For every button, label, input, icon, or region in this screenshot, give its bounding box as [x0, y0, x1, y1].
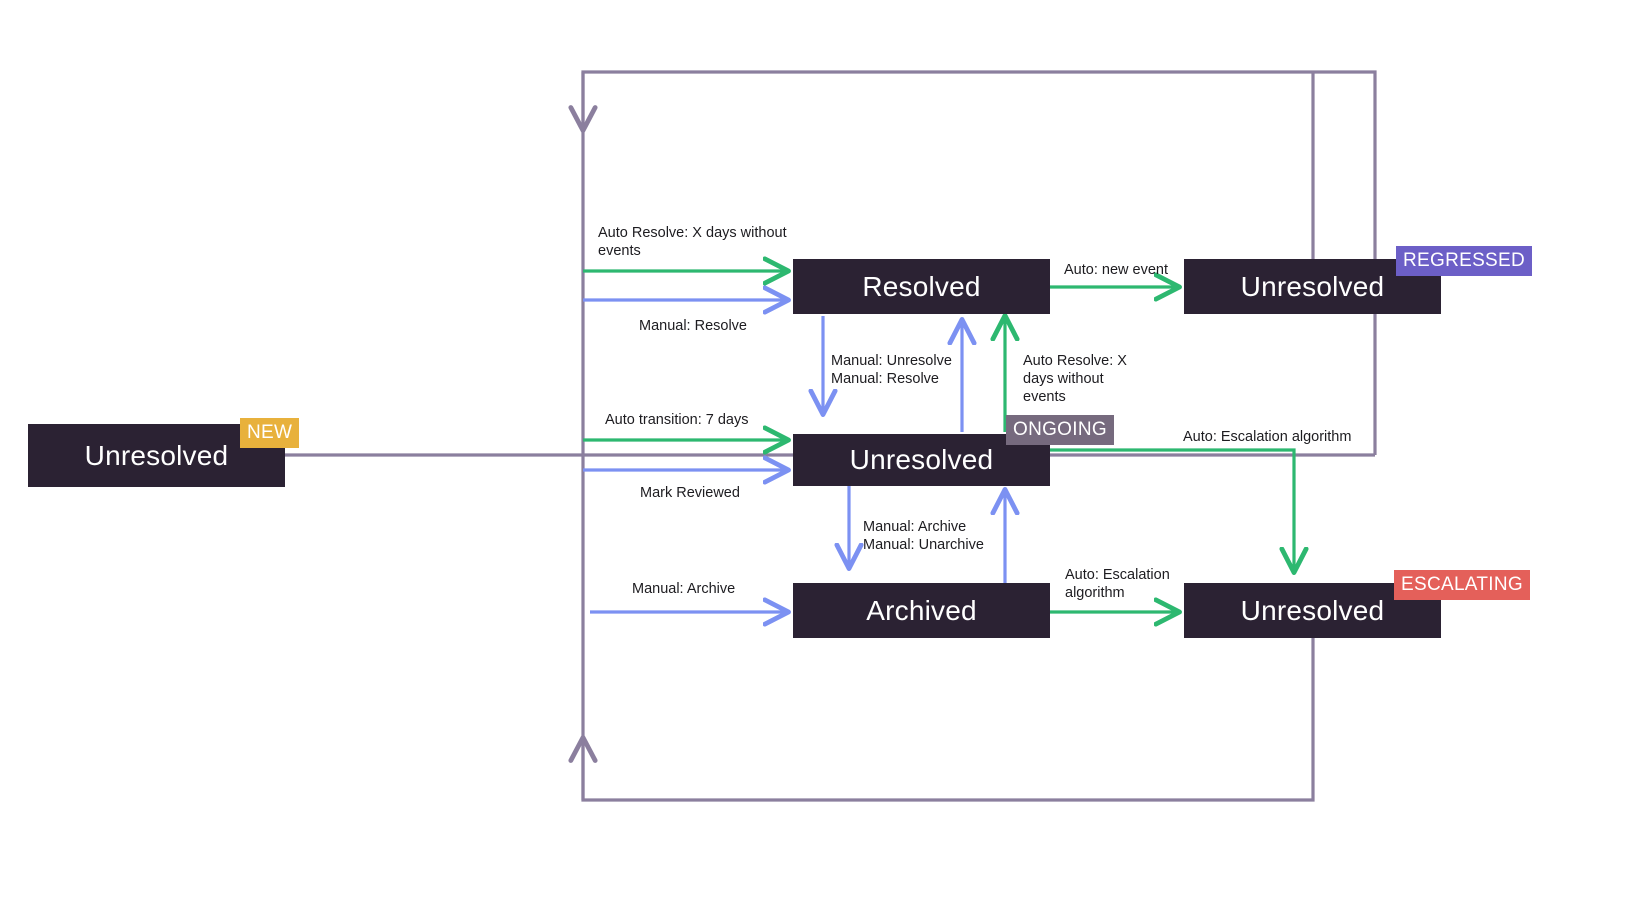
edge-label-manual-archive-unarchive: Manual: Archive Manual: Unarchive	[863, 519, 984, 553]
status-badge-label: NEW	[247, 422, 293, 443]
edge-label-manual-resolve: Manual: Resolve	[639, 318, 747, 334]
status-badge-label: ONGOING	[1013, 419, 1107, 440]
node-label: Unresolved	[1240, 270, 1385, 302]
edge-label-manual-unresolve-resolve: Manual: Unresolve Manual: Resolve	[831, 353, 952, 387]
status-badge-label: REGRESSED	[1403, 250, 1526, 271]
status-badge-new: NEW	[240, 418, 300, 448]
edge-label-auto-resolve-x-days: Auto Resolve: X days without events	[1023, 353, 1127, 405]
edge-auto-escalation-right	[1050, 448, 1294, 570]
edge-label-auto-transition-7-days: Auto transition: 7 days	[605, 412, 749, 428]
edge-label-auto-resolve-days: Auto Resolve: X days without events	[598, 225, 787, 259]
edge-label-auto-escalation-right: Auto: Escalation algorithm	[1183, 429, 1352, 445]
edge-label-auto-new-event: Auto: new event	[1064, 262, 1168, 278]
edge-label-mark-reviewed: Mark Reviewed	[640, 485, 740, 501]
edge-label-manual-archive: Manual: Archive	[632, 581, 736, 597]
edge-label-auto-escalation-bottom: Auto: Escalation algorithm	[1065, 567, 1170, 601]
status-badge-ongoing: ONGOING	[1006, 415, 1114, 445]
node-resolved[interactable]: Resolved	[793, 259, 1050, 314]
status-badge-regressed: REGRESSED	[1396, 246, 1533, 276]
node-label: Resolved	[862, 270, 981, 302]
status-badge-label: ESCALATING	[1401, 574, 1523, 595]
node-label: Unresolved	[1240, 594, 1385, 626]
status-badge-escalating: ESCALATING	[1394, 570, 1530, 600]
node-label: Unresolved	[849, 444, 994, 475]
node-label: Archived	[866, 594, 977, 626]
node-archived[interactable]: Archived	[793, 583, 1050, 638]
node-label: Unresolved	[84, 439, 229, 471]
